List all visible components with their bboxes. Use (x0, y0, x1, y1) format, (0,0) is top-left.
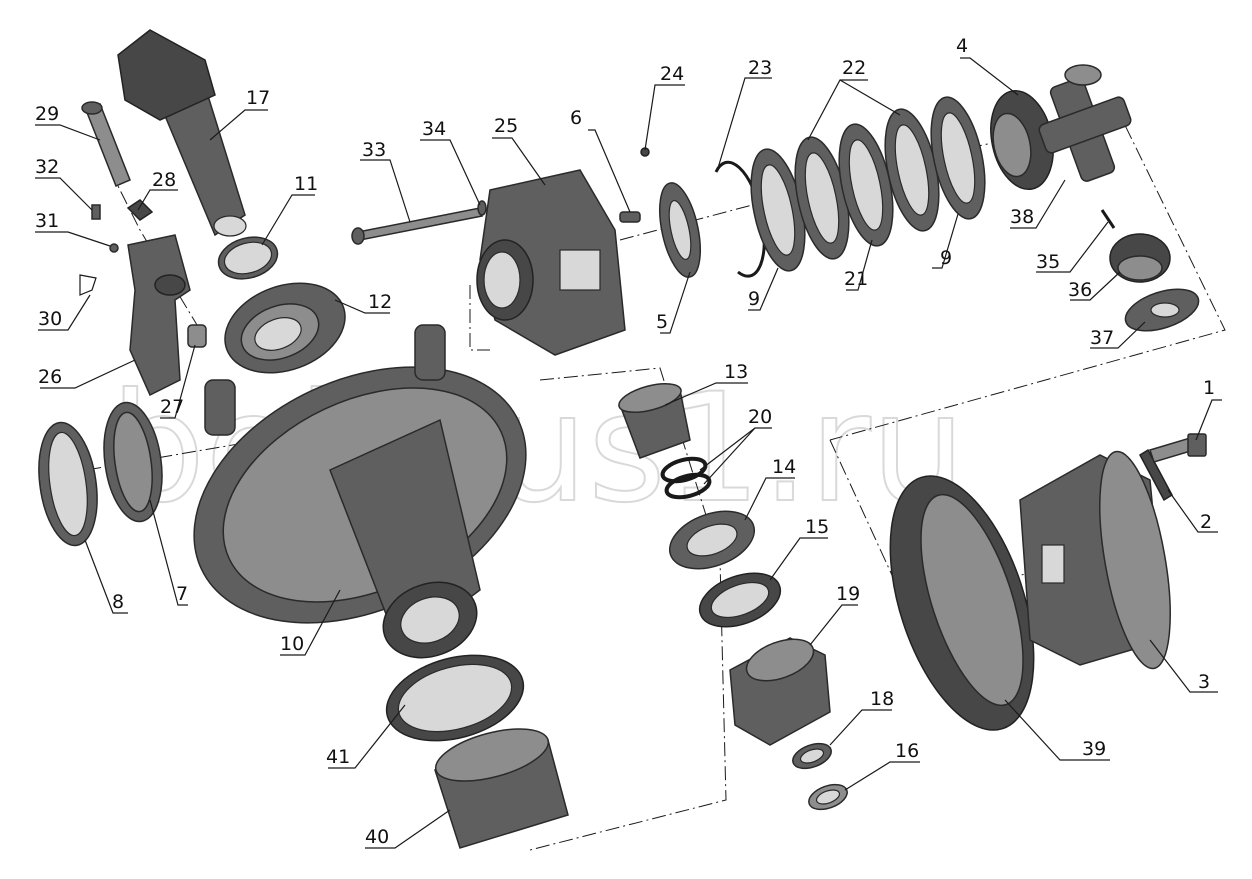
part-40-sleeve (434, 728, 569, 849)
callout-19: 19 (836, 583, 860, 605)
part-8-ring (38, 421, 98, 547)
part-5-disc (659, 182, 701, 278)
part-38-spider-cross (1038, 64, 1132, 182)
callout-33: 33 (362, 139, 386, 161)
part-31-washer (109, 243, 119, 253)
callout-22: 22 (842, 57, 866, 79)
callout-18: 18 (870, 688, 894, 710)
part-14-bearing (668, 510, 756, 570)
callout-11: 11 (294, 173, 318, 195)
callout-7: 7 (176, 583, 188, 605)
callout-1: 1 (1203, 377, 1215, 399)
leader-lines (35, 57, 1222, 849)
part-33-long-bolt (351, 207, 483, 245)
part-1-bolt (1149, 433, 1207, 463)
part-29-bolt (81, 101, 131, 187)
callout-2: 2 (1200, 511, 1212, 533)
callout-25: 25 (494, 115, 518, 137)
part-18-washer (792, 742, 832, 770)
callout-31: 31 (35, 210, 59, 232)
callout-16: 16 (895, 740, 919, 762)
callout-9b: 9 (940, 247, 952, 269)
part-26-lever (127, 234, 191, 397)
part-30-spring-clip (79, 274, 97, 296)
callout-23: 23 (748, 57, 772, 79)
part-9-friction-disc-b (930, 96, 986, 220)
part-32-small-bolt (91, 204, 101, 220)
callout-10: 10 (280, 633, 304, 655)
callout-3: 3 (1198, 671, 1210, 693)
part-28-lock-plate (126, 199, 154, 221)
callout-40: 40 (365, 826, 389, 848)
part-35-pin (1100, 209, 1116, 229)
part-7-ring (103, 401, 163, 523)
callout-8: 8 (112, 591, 124, 613)
callout-30: 30 (38, 308, 62, 330)
part-36-planet-pinion (1109, 233, 1171, 283)
callout-6: 6 (570, 107, 582, 129)
callout-4: 4 (956, 35, 968, 57)
part-27-bushing (187, 324, 207, 348)
part-3-diff-case (1019, 450, 1171, 670)
callout-21: 21 (844, 268, 868, 290)
callout-41: 41 (326, 746, 350, 768)
callout-27: 27 (160, 396, 184, 418)
part-22-steel-disc-b (884, 108, 940, 232)
callout-36: 36 (1068, 279, 1092, 301)
callout-20: 20 (748, 406, 772, 428)
callout-labels: 1 2 3 4 5 6 7 8 9 9 10 11 12 13 14 15 16… (35, 35, 1215, 848)
part-10-housing (193, 324, 527, 659)
part-15-seal (698, 572, 782, 628)
callout-9a: 9 (748, 288, 760, 310)
callout-15: 15 (805, 516, 829, 538)
part-12-bearing (224, 282, 346, 374)
part-21-friction-disc (838, 123, 894, 247)
callout-39: 39 (1082, 738, 1106, 760)
callout-34: 34 (422, 118, 446, 140)
part-22-steel-disc-a (794, 136, 850, 260)
callout-32: 32 (35, 156, 59, 178)
callout-38: 38 (1010, 206, 1034, 228)
callout-28: 28 (152, 169, 176, 191)
part-37-thrust-washer (1124, 288, 1200, 332)
part-11-ring (217, 236, 279, 280)
callout-14: 14 (772, 456, 796, 478)
part-4-side-gear (990, 89, 1054, 191)
callout-24: 24 (660, 63, 684, 85)
part-17-pinion-shaft (117, 29, 247, 237)
callout-29: 29 (35, 103, 59, 125)
callout-37: 37 (1090, 327, 1114, 349)
part-19-flange (729, 637, 831, 746)
callout-26: 26 (38, 366, 62, 388)
part-25-brake-housing (476, 169, 626, 356)
callout-13: 13 (724, 361, 748, 383)
callout-17: 17 (246, 87, 270, 109)
part-41-ring (385, 654, 525, 742)
part-39-ring-gear (889, 475, 1035, 731)
part-16-washer (808, 783, 848, 811)
part-6-spring (619, 211, 641, 223)
callout-5: 5 (656, 311, 668, 333)
part-20-rings (660, 456, 712, 500)
callout-35: 35 (1036, 251, 1060, 273)
part-9-friction-disc-a (750, 148, 806, 272)
callout-12: 12 (368, 291, 392, 313)
